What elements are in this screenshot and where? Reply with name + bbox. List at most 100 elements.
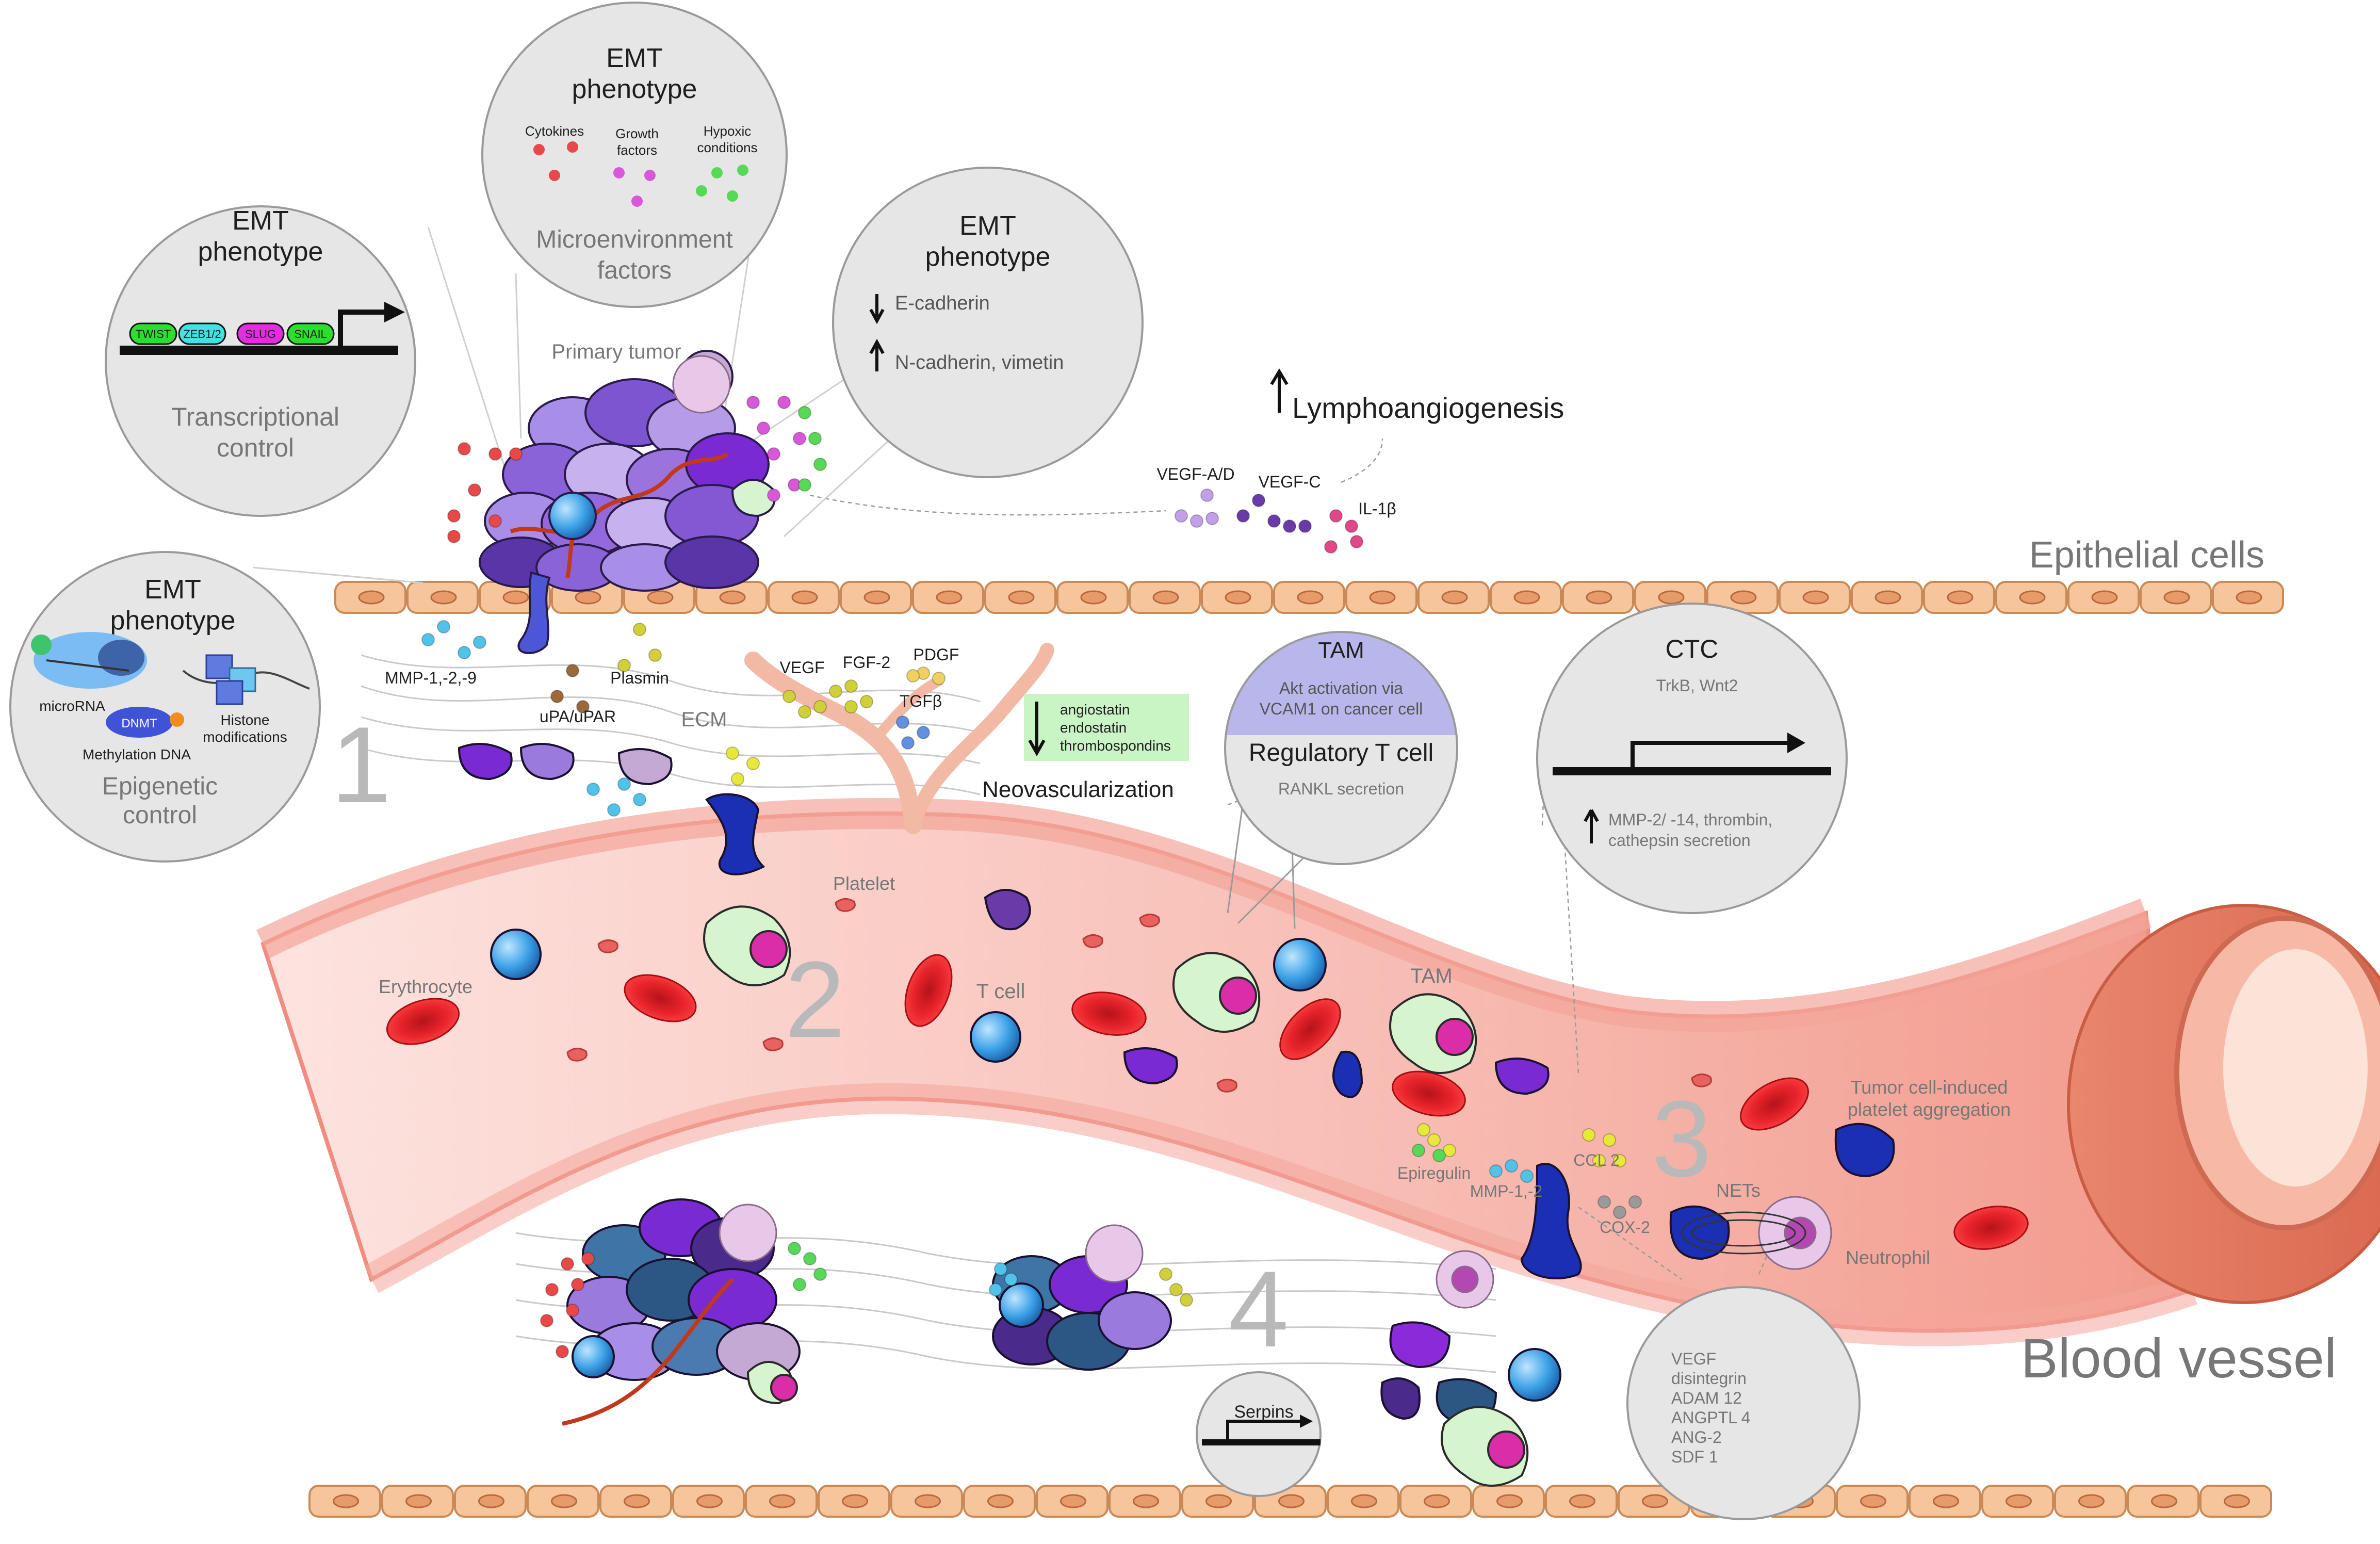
molecule-dot [648,648,662,662]
bubble-caption-2: control [217,433,294,462]
molecule-dot [1236,509,1250,523]
label-microrna: microRNA [39,698,105,714]
molecule-dot [617,659,631,672]
gene-zeb: ZEB1/2 [183,328,221,340]
molecule-dot [633,623,646,636]
molecule-dot [726,746,739,760]
molecule-dot [1582,1128,1595,1142]
epithelial-cell [1490,581,1562,614]
molecule-dot [793,432,806,445]
epithelial-cell [1036,1485,1109,1518]
epithelial-cell [1562,581,1634,614]
molecule-dot [540,1314,553,1327]
label-cox2: COX-2 [1600,1218,1650,1237]
line-ncadherin: N-cadherin, vimetin [895,352,1064,373]
gene-twist: TWIST [136,328,171,340]
molecule-dot [1283,519,1296,533]
label-ccl2: CCL 2 [1573,1151,1620,1169]
molecule-dot [788,1242,801,1255]
label-il1b: IL-1β [1358,499,1396,518]
label-epithelial-cells: Epithelial cells [2029,534,2264,576]
molecule-dot [468,483,481,497]
molecule-dot [829,685,842,698]
molecule-dot [488,514,502,528]
bubble-caption-2: control [123,802,197,829]
factor-6: SDF 1 [1671,1448,1718,1466]
molecule-dot [607,803,621,817]
molecule-dot [561,1257,574,1271]
label-primary-tumor: Primary tumor [551,340,681,363]
bubble-title-1: EMT [959,211,1016,241]
gene-snail: SNAIL [294,328,327,340]
molecule-dot [1298,519,1312,533]
ctc-genes: TrkB, Wnt2 [1656,676,1738,695]
erythrocyte [1392,1070,1466,1117]
molecule-dot [798,406,811,419]
molecule-dot [458,442,471,456]
epithelial-cell [1273,581,1345,614]
molecule-dot [731,772,744,786]
factor-3: ADAM 12 [1671,1389,1742,1407]
molecule-dot [777,396,791,409]
molecule-dot [813,458,827,471]
label-mmp129: MMP-1,-2,-9 [385,669,477,687]
molecule-dot [798,705,811,719]
molecule-dot [1443,1144,1456,1157]
epithelial-cell [308,1485,381,1518]
label-upa: uPA/uPAR [540,707,616,726]
epithelial-cell [1181,1485,1254,1518]
molecule-dot [1417,1123,1430,1136]
epithelial-cell [2212,581,2284,614]
bubble-transcriptional-control: EMT phenotype TWIST ZEB1/2 SLUG SNAIL Tr… [105,205,537,568]
treg-rankl: RANKL secretion [1278,779,1404,798]
molecule-dot [566,1304,579,1317]
molecule-dot [1432,1149,1446,1162]
molecule-dot [1603,1133,1616,1147]
factor-2: disintegrin [1671,1369,1747,1388]
treg-akt-1: Akt activation via [1279,679,1403,697]
labels: Epithelial cells Blood vessel Primary tu… [379,340,2337,1389]
label-plasmin: Plasmin [610,669,669,687]
molecule-dot [509,447,523,461]
capillary-sprout [744,643,1054,834]
molecule-dot [757,421,770,435]
treg-header: TAM [1318,638,1364,663]
molecule-dot [798,478,811,492]
label-ecm: ECM [681,708,727,731]
anti-1: angiostatin [1060,702,1130,718]
label-vegf: VEGF [779,658,824,677]
epithelial-cell [599,1485,672,1518]
epithelial-cell [984,581,1056,614]
molecule-dot [994,1262,1007,1276]
bubble-title-1: EMT [606,43,663,73]
epithelial-cell [840,581,912,614]
molecule-dot [1613,1206,1626,1219]
epithelial-cell [745,1485,818,1518]
label-erythrocyte: Erythrocyte [379,976,472,997]
label-methylation: Methylation DNA [83,746,191,762]
erythrocyte [1279,998,1341,1060]
factor-4: ANGPTL 4 [1671,1408,1751,1427]
molecule-dot [1004,1273,1018,1286]
molecule-dot [421,633,435,646]
molecule-dot [556,1345,569,1358]
treg-title: Regulatory T cell [1249,739,1433,767]
label-vegf-c: VEGF-C [1259,473,1321,491]
label-neovascularization: Neovascularization [982,777,1174,802]
bubble-ctc: CTC TrkB, Wnt2 MMP-2/ -14, thrombin, cat… [1536,603,1848,914]
molecule-dot [1597,1195,1611,1209]
bubble-factors: VEGF disintegrin ADAM 12 ANGPTL 4 ANG-2 … [1626,1286,1861,1520]
molecule-dot [1252,494,1265,507]
stage-number-1: 1 [331,704,392,825]
epithelial-cell [527,1485,599,1518]
molecule-dot [808,432,822,445]
molecule-dot [1169,1283,1183,1296]
molecule-dot [793,1278,806,1291]
molecule-dot [1205,512,1219,525]
erythrocyte [904,954,953,1027]
molecule-dot [576,700,590,713]
label-hypoxic-1: Hypoxic [704,123,751,139]
molecule-dot [767,489,780,502]
molecule-dot [901,736,915,750]
molecule-dot [437,620,450,633]
